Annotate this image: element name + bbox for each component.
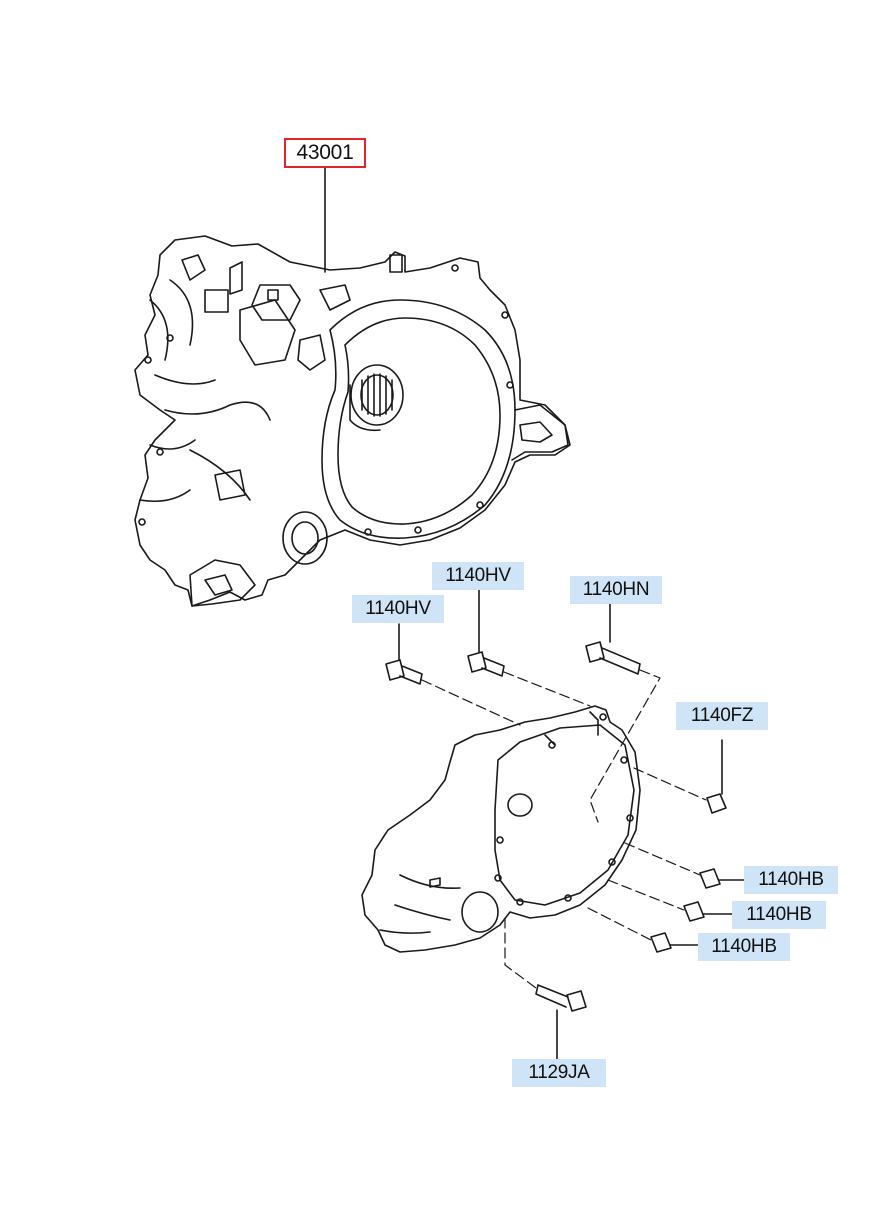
transaxle-case-cover bbox=[361, 705, 641, 953]
callout-1140HB-mid[interactable]: 1140HB bbox=[732, 901, 826, 929]
callout-1140HB-top[interactable]: 1140HB bbox=[744, 866, 838, 894]
callout-43001[interactable]: 43001 bbox=[284, 138, 366, 168]
alignment-lines bbox=[421, 669, 707, 989]
callout-1140HV-left[interactable]: 1140HV bbox=[352, 595, 444, 623]
bolt-1140HB-top bbox=[699, 868, 746, 889]
bolt-1140HB-mid bbox=[683, 901, 734, 922]
bolt-1140HB-bottom bbox=[650, 932, 701, 953]
callout-1140HN[interactable]: 1140HN bbox=[570, 576, 662, 604]
callout-1129JA[interactable]: 1129JA bbox=[512, 1059, 606, 1087]
bolt-1140FZ bbox=[706, 739, 727, 814]
callout-1140HB-bottom[interactable]: 1140HB bbox=[698, 933, 790, 961]
bolt-1129JA bbox=[535, 984, 587, 1061]
callout-1140FZ[interactable]: 1140FZ bbox=[676, 702, 768, 730]
transaxle-assembly bbox=[134, 164, 571, 607]
callout-1140HV-mid[interactable]: 1140HV bbox=[432, 562, 524, 590]
bolt-1140HN bbox=[585, 603, 641, 675]
bolt-1140HV-left bbox=[385, 623, 423, 685]
bolt-1140HV-mid bbox=[467, 589, 505, 677]
